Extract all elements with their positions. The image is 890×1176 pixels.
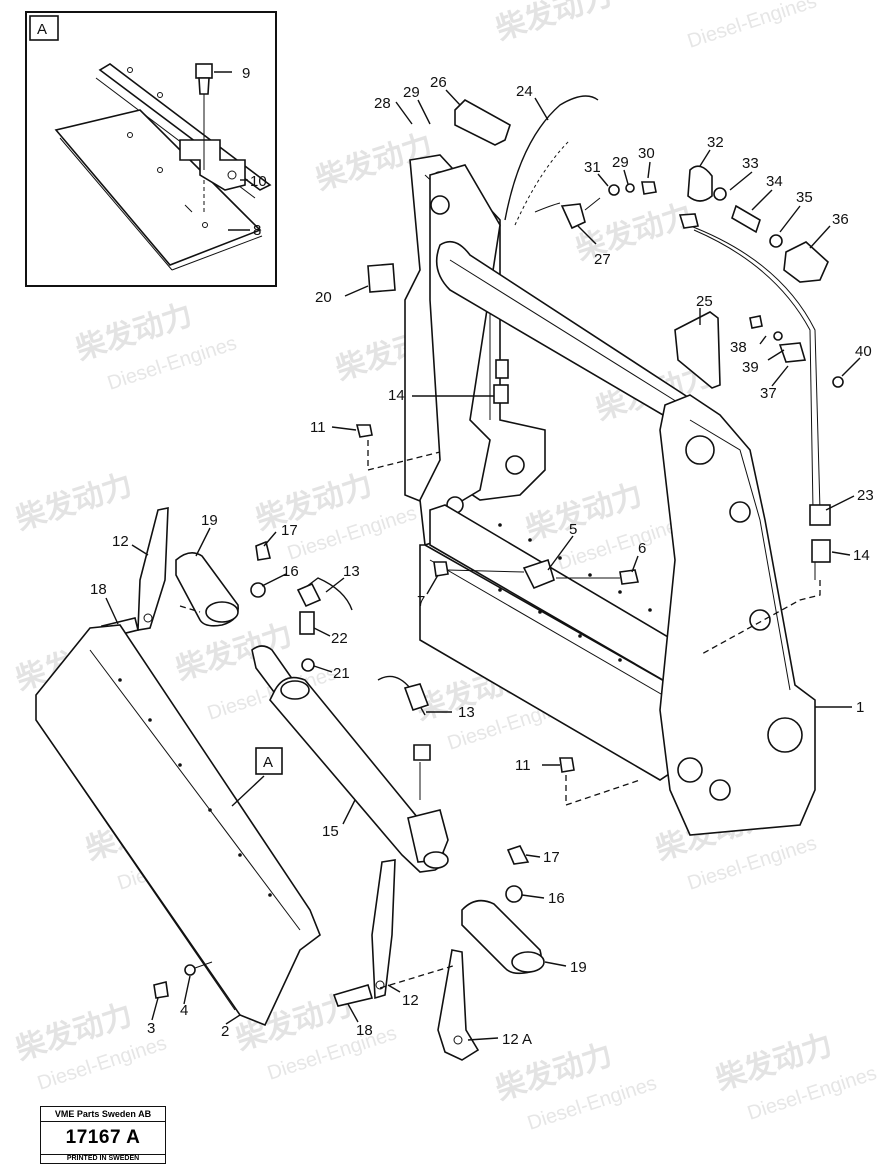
callout-37: 37 [760,385,777,402]
callout-24: 24 [516,83,533,100]
callout-33: 33 [742,155,759,172]
callout-18b: 18 [356,1022,373,1039]
callout-32: 32 [707,134,724,151]
watermark-en: Diesel-Engines [685,0,820,53]
title-block: VME Parts Sweden AB 17167 A PRINTED IN S… [40,1106,166,1164]
callout-19b: 19 [570,959,587,976]
watermark-cn: 柴发动力 [492,0,617,48]
callout-6: 6 [638,540,646,557]
callout-A: A [263,754,273,771]
callout-11b: 11 [515,757,531,774]
callout-labels: A 9 10 8 28 29 26 24 31 29 30 32 33 34 3… [37,21,874,1048]
callout-12: 12 [112,533,129,550]
callout-8: 8 [253,222,261,239]
callout-20: 20 [315,289,332,306]
callout-28: 28 [374,95,391,112]
callout-2: 2 [221,1023,229,1040]
watermark-cn: 柴发动力 [12,467,137,537]
callout-36: 36 [832,211,849,228]
callout-12A: 12 A [502,1031,532,1048]
leader-lines [105,89,861,1041]
callout-39: 39 [742,359,759,376]
callout-18: 18 [90,581,107,598]
detail-a-inset [25,11,277,287]
callout-14: 14 [388,387,405,404]
callout-11: 11 [310,419,326,436]
callout-4: 4 [180,1002,188,1019]
callout-9: 9 [242,65,250,82]
watermark-cn: 柴发动力 [572,197,697,267]
callout-27: 27 [594,251,611,268]
callout-25: 25 [696,293,713,310]
callout-22: 22 [331,630,348,647]
callout-21: 21 [333,665,350,682]
callout-19: 19 [201,512,218,529]
callout-26: 26 [430,74,447,91]
callout-17b: 17 [543,849,560,866]
callout-10: 10 [250,173,267,190]
title-company: VME Parts Sweden AB [41,1109,165,1122]
callout-5: 5 [569,521,577,538]
callout-17: 17 [281,522,298,539]
callout-15: 15 [322,823,339,840]
callout-40: 40 [855,343,872,360]
callout-1: 1 [856,699,864,716]
loader-frame [355,95,844,836]
callout-38: 38 [730,339,747,356]
callout-29: 29 [403,84,420,101]
callout-35: 35 [796,189,813,206]
callout-14b: 14 [853,547,870,564]
callout-34: 34 [766,173,783,190]
callout-13b: 13 [458,704,475,721]
cylinder-assembly [35,507,545,1061]
callout-3: 3 [147,1020,155,1037]
title-printed: PRINTED IN SWEDEN [41,1154,165,1162]
callout-12b: 12 [402,992,419,1009]
callout-16: 16 [282,563,299,580]
detail-tag-label: A [37,21,47,38]
callout-7: 7 [417,593,425,610]
callout-16b: 16 [548,890,565,907]
callout-13: 13 [343,563,360,580]
callout-29b: 29 [612,154,629,171]
callout-23: 23 [857,487,874,504]
callout-30: 30 [638,145,655,162]
callout-31: 31 [584,159,601,176]
title-number: 17167 A [65,1127,141,1148]
